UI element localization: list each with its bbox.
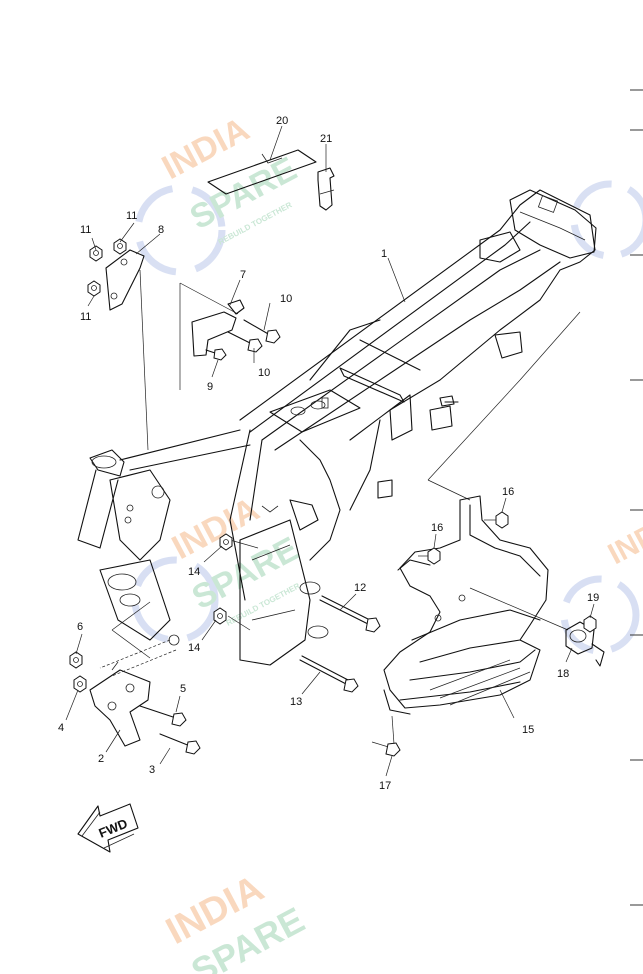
part-1-main-frame <box>77 189 597 666</box>
callout-7: 7 <box>240 269 246 281</box>
callout-5: 5 <box>180 683 186 695</box>
callout-14-a: 14 <box>188 566 200 578</box>
callout-16-a: 16 <box>502 486 514 498</box>
watermark-brand-top-4: INDIA <box>603 504 643 571</box>
page-edge-ticks <box>630 89 643 906</box>
callout-3: 3 <box>149 764 155 776</box>
callout-20: 20 <box>276 115 288 127</box>
part-2-engine-bracket <box>89 661 151 747</box>
callout-9: 9 <box>207 381 213 393</box>
nuts-11 <box>87 238 127 297</box>
callout-1: 1 <box>381 248 387 260</box>
watermark-logo-top: INDIA SPARE REBUILD TOGETHER <box>134 110 303 276</box>
bolt-17 <box>371 715 401 757</box>
callout-12: 12 <box>354 582 366 594</box>
callout-13: 13 <box>290 696 302 708</box>
callout-21: 21 <box>320 133 332 145</box>
part-19-screw <box>583 615 597 633</box>
part-18-lock <box>565 621 605 667</box>
part-21-clip <box>317 167 335 211</box>
callout-6: 6 <box>77 621 83 633</box>
guard-leader-line <box>469 587 569 631</box>
callout-15: 15 <box>522 724 534 736</box>
callout-17: 17 <box>379 780 391 792</box>
callout-16-b: 16 <box>431 522 443 534</box>
assembly-leader-lines <box>111 269 581 659</box>
bolt-13 <box>299 655 359 693</box>
watermark-logo-bottom: INDIA SPARE <box>160 867 311 974</box>
callout-11-b: 11 <box>80 224 91 236</box>
bolts-16 <box>418 511 509 565</box>
callout-14-b: 14 <box>188 642 200 654</box>
part-15-guard <box>383 495 549 715</box>
callout-19: 19 <box>587 592 599 604</box>
callout-labels: 20 21 1 8 11 11 11 7 10 10 9 12 13 14 14… <box>58 115 599 792</box>
fwd-arrow-icon: FWD <box>77 803 139 853</box>
callout-leaders <box>65 125 595 777</box>
part-20-label-plate <box>207 149 317 195</box>
callout-10-a: 10 <box>280 293 292 305</box>
part-7-bracket-group <box>179 282 281 390</box>
watermark-logo-right: INDIA <box>560 180 643 655</box>
callout-4: 4 <box>58 722 64 734</box>
bolt-12 <box>319 595 381 633</box>
callout-2: 2 <box>98 753 104 765</box>
nuts-4-6 <box>69 651 87 693</box>
bolts-14 <box>213 533 233 625</box>
bolt-5 <box>139 705 187 727</box>
fwd-label: FWD <box>97 816 130 841</box>
callout-11-c: 11 <box>80 311 91 323</box>
engine-mount-dash-leaders <box>99 639 177 677</box>
part-8-bracket <box>105 249 145 311</box>
callout-11-a: 11 <box>126 210 137 222</box>
callout-10-b: 10 <box>258 367 270 379</box>
callout-18: 18 <box>557 668 569 680</box>
bolt-3 <box>159 733 201 755</box>
callout-8: 8 <box>158 224 164 236</box>
